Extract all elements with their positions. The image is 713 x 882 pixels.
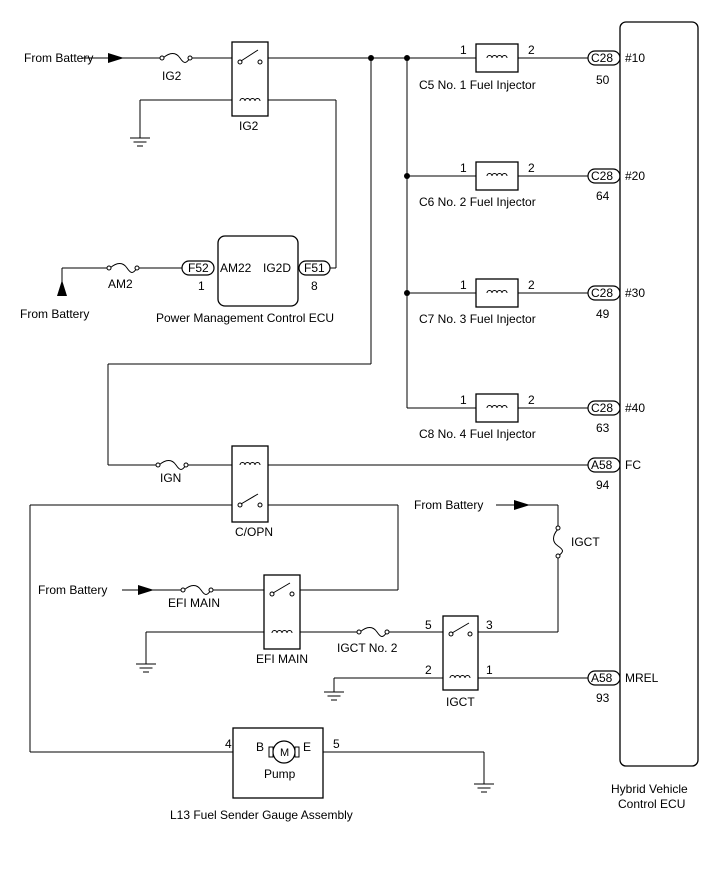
fuse-igct-no2-label: IGCT No. 2 bbox=[337, 641, 398, 655]
relay-igct-pin-3: 3 bbox=[486, 618, 493, 632]
relay-copn-label: C/OPN bbox=[235, 525, 273, 539]
ecu-connectors bbox=[587, 50, 621, 686]
ground-symbol-efi bbox=[135, 663, 157, 673]
injector-2-connector: C28 bbox=[591, 169, 613, 183]
relay-igct-pin-5: 5 bbox=[425, 618, 432, 632]
injector-3-terminal: #30 bbox=[625, 286, 645, 300]
ground-symbol-igct bbox=[323, 691, 345, 701]
injector-1-connector-pin: 50 bbox=[596, 73, 610, 87]
relay-efi-main bbox=[263, 574, 301, 650]
injector-4-pin-in: 1 bbox=[460, 393, 467, 407]
battery-arrow-top bbox=[108, 53, 124, 63]
ecu-fc-connector-pin: 94 bbox=[596, 478, 610, 492]
hybrid-vehicle-ecu-box bbox=[619, 21, 699, 767]
fuse-ign-label: IGN bbox=[160, 471, 181, 485]
injector-1-pin-in: 1 bbox=[460, 43, 467, 57]
junction-dots bbox=[368, 55, 410, 296]
fuse-efi-main-label: EFI MAIN bbox=[168, 596, 220, 610]
ecu-fc-connector: A58 bbox=[591, 458, 613, 472]
fuel-sender-box bbox=[232, 727, 324, 799]
injector-3-label: C7 No. 3 Fuel Injector bbox=[419, 312, 536, 326]
relay-efi-main-label: EFI MAIN bbox=[256, 652, 308, 666]
relay-ig2-label: IG2 bbox=[239, 119, 259, 133]
battery-arrow-am2 bbox=[57, 280, 67, 296]
ecu-mrel-terminal: MREL bbox=[625, 671, 659, 685]
relay-igct-label: IGCT bbox=[446, 695, 475, 709]
injector-4-label: C8 No. 4 Fuel Injector bbox=[419, 427, 536, 441]
connector-f52-label: F52 bbox=[188, 261, 209, 275]
pump-terminal-b: B bbox=[256, 740, 264, 754]
injector-3-pin-out: 2 bbox=[528, 278, 535, 292]
from-battery-label: From Battery bbox=[414, 498, 483, 512]
hybrid-ecu-label-line1: Hybrid Vehicle bbox=[611, 782, 688, 796]
ecu-fc-terminal: FC bbox=[625, 458, 641, 472]
fuse-ign bbox=[155, 459, 189, 471]
battery-arrow-igct bbox=[514, 500, 530, 510]
ground-symbol-ig2 bbox=[129, 137, 151, 147]
injector-4-connector-pin: 63 bbox=[596, 421, 610, 435]
pump-label: Pump bbox=[264, 767, 296, 781]
pm-ecu-am22-label: AM22 bbox=[220, 261, 252, 275]
fuse-igct-no2 bbox=[356, 626, 390, 638]
injector-4-terminal: #40 bbox=[625, 401, 645, 415]
pump-terminal-e: E bbox=[303, 740, 311, 754]
relay-igct-pin-1: 1 bbox=[486, 663, 493, 677]
connector-f51 bbox=[298, 260, 331, 276]
injector-2-label: C6 No. 2 Fuel Injector bbox=[419, 195, 536, 209]
ecu-mrel-connector: A58 bbox=[591, 671, 613, 685]
fuel-sender-assembly-label: L13 Fuel Sender Gauge Assembly bbox=[170, 808, 353, 822]
injector-3-connector: C28 bbox=[591, 286, 613, 300]
pump-motor-icon bbox=[268, 740, 300, 764]
injector-4-connector: C28 bbox=[591, 401, 613, 415]
pump-motor-letter: M bbox=[280, 747, 289, 759]
relay-igct bbox=[442, 615, 479, 691]
from-battery-label: From Battery bbox=[38, 583, 107, 597]
injector-2-terminal: #20 bbox=[625, 169, 645, 183]
ground-symbol-pump bbox=[473, 783, 495, 793]
fuse-igct-label: IGCT bbox=[571, 535, 600, 549]
fuse-ig2 bbox=[159, 52, 193, 64]
pm-ecu-ig2d-label: IG2D bbox=[263, 261, 291, 275]
connector-f52-pin: 1 bbox=[198, 279, 205, 293]
injector-3-pin-in: 1 bbox=[460, 278, 467, 292]
power-management-ecu-box bbox=[217, 235, 299, 307]
fuse-ig2-label: IG2 bbox=[162, 69, 182, 83]
pump-pin-4: 4 bbox=[225, 737, 232, 751]
connector-f51-pin: 8 bbox=[311, 279, 318, 293]
injector-boxes bbox=[475, 43, 519, 423]
power-management-ecu-label: Power Management Control ECU bbox=[156, 311, 334, 325]
injector-3-connector-pin: 49 bbox=[596, 307, 610, 321]
injector-2-connector-pin: 64 bbox=[596, 189, 610, 203]
connector-f51-label: F51 bbox=[304, 261, 325, 275]
from-battery-label: From Battery bbox=[20, 307, 89, 321]
fuse-am2-label: AM2 bbox=[108, 277, 133, 291]
relay-ig2 bbox=[231, 41, 269, 117]
from-battery-label: From Battery bbox=[24, 51, 93, 65]
fuse-am2 bbox=[106, 262, 140, 274]
battery-arrow-efi bbox=[138, 585, 154, 595]
injector-1-pin-out: 2 bbox=[528, 43, 535, 57]
relay-igct-pin-2: 2 bbox=[425, 663, 432, 677]
injector-1-label: C5 No. 1 Fuel Injector bbox=[419, 78, 536, 92]
hybrid-ecu-label-line2: Control ECU bbox=[618, 797, 685, 811]
relay-copn bbox=[231, 445, 269, 523]
fuse-igct bbox=[552, 525, 564, 559]
injector-2-pin-out: 2 bbox=[528, 161, 535, 175]
injector-2-pin-in: 1 bbox=[460, 161, 467, 175]
connector-f52 bbox=[181, 260, 215, 276]
pump-pin-5: 5 bbox=[333, 737, 340, 751]
injector-1-terminal: #10 bbox=[625, 51, 645, 65]
injector-1-connector: C28 bbox=[591, 51, 613, 65]
fuse-efi-main bbox=[180, 584, 214, 596]
injector-4-pin-out: 2 bbox=[528, 393, 535, 407]
ecu-mrel-connector-pin: 93 bbox=[596, 691, 610, 705]
